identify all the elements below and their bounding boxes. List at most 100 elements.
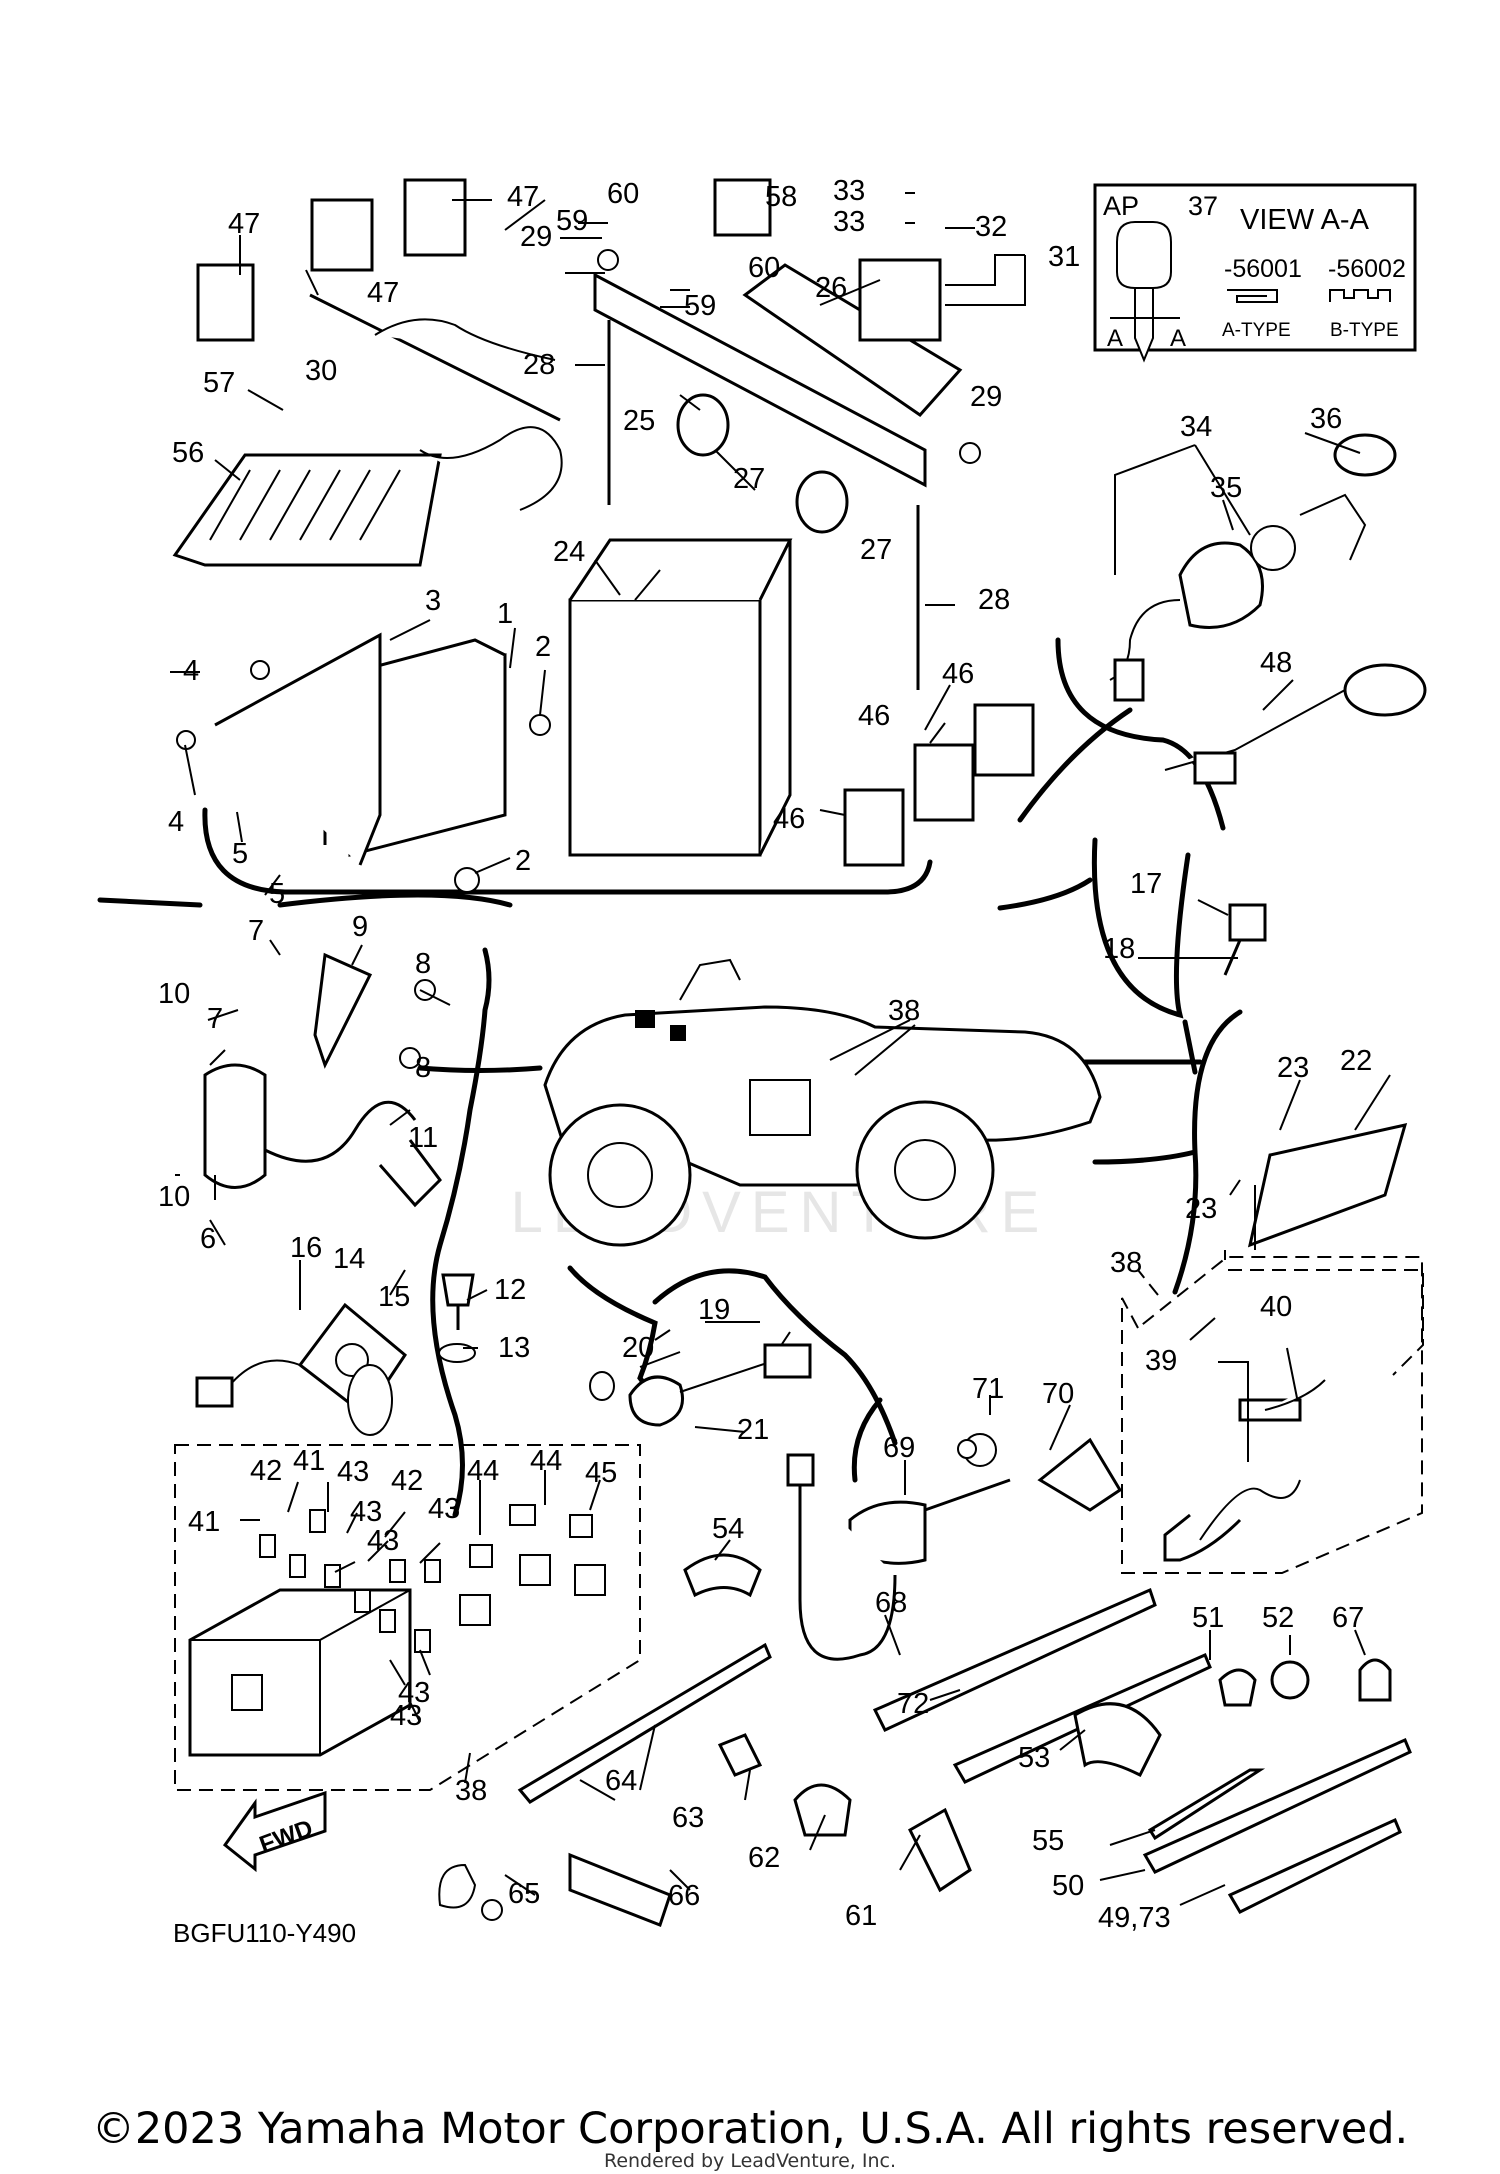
battery-24 [568,598,762,857]
fuse-box-38 [188,1588,412,1757]
callout-label: 42 [250,1455,282,1487]
callout-label: 64 [605,1765,637,1797]
callout-label: 61 [845,1900,877,1932]
callout-label: 66 [668,1880,700,1912]
callout-label: 4 [183,655,199,687]
callout-label: 38 [1110,1247,1142,1279]
callout-label: 10 [158,1181,190,1213]
callout-label: 43 [398,1677,430,1709]
callout-label: 8 [415,948,431,980]
callout-label: 59 [684,290,716,322]
callout-label: 41 [293,1445,325,1477]
callout-label: 60 [607,178,639,210]
callout-label: 19 [698,1294,730,1326]
callout-label: 54 [712,1513,744,1545]
view-label: VIEW A-A [1240,204,1370,236]
callout-label: 32 [975,211,1007,243]
sensor-58 [713,178,772,237]
callout-label: 33 [833,175,865,207]
callout-label: 43 [390,1700,422,1732]
callout-label: 30 [305,355,337,387]
rendered-by-notice: Rendered by LeadVenture, Inc. [603,2150,897,2172]
callout-label: 9 [352,911,368,943]
starter-relay-31 [858,258,942,342]
callout-label: 24 [553,536,585,568]
callout-label: 5 [269,878,285,910]
callout-label: 17 [1130,868,1162,900]
code-a: -56001 [1224,255,1302,283]
callout-label: 68 [875,1587,907,1619]
leader-lines [170,192,1391,1906]
code-b: -56002 [1328,255,1406,283]
callout-label: 1 [497,598,513,630]
callout-label: 7 [248,915,264,947]
callout-label: 6 [200,1223,216,1255]
callout-label: 23 [1185,1193,1217,1225]
callout-label: 28 [523,349,555,381]
callout-label: 3 [425,585,441,617]
callout-label: 21 [737,1414,769,1446]
callout-label: 43 [337,1456,369,1488]
relay-47c [403,178,467,257]
callout-label: 28 [978,584,1010,616]
callout-label: 70 [1042,1378,1074,1410]
callout-label: 48 [1260,647,1292,679]
callout-label: 33 [833,206,865,238]
callout-label: 47 [507,181,539,213]
callout-label: 35 [1210,472,1242,504]
callout-label: 39 [1145,1345,1177,1377]
callout-label: 20 [622,1332,654,1364]
callout-label: 59 [556,205,588,237]
callout-label: 27 [733,463,765,495]
callout-label: 63 [672,1802,704,1834]
cover-26 [742,263,963,417]
rectifier-22 [1247,1122,1408,1248]
callout-label: 2 [515,845,531,877]
callout-label: 52 [1262,1602,1294,1634]
callout-label: 44 [467,1455,499,1487]
callout-label: 71 [972,1373,1004,1405]
callout-label: 31 [1048,241,1080,273]
callout-label: 51 [1192,1602,1224,1634]
section-a-right: A [1170,325,1186,352]
relay-47a [196,263,255,342]
callout-label: 57 [203,367,235,399]
callout-label: 13 [498,1332,530,1364]
callout-label: 56 [172,437,204,469]
callout-label: 14 [333,1243,365,1275]
callout-label: 38 [888,995,920,1027]
callout-label: 58 [765,181,797,213]
callout-label: 65 [508,1878,540,1910]
callout-label: 45 [585,1457,617,1489]
callout-label: 4 [168,806,184,838]
type-b: B-TYPE [1330,320,1399,341]
callout-label: 40 [1260,1291,1292,1323]
callout-label: 69 [883,1432,915,1464]
callout-label: 26 [815,272,847,304]
callout-label: 15 [378,1281,410,1313]
relay-47b [310,198,374,272]
callout-label: 60 [748,252,780,284]
callout-label: 41 [188,1506,220,1538]
callout-label: 16 [290,1232,322,1264]
callout-label: 55 [1032,1825,1064,1857]
callout-label: 43 [428,1493,460,1525]
callout-label: 8 [415,1052,431,1084]
view-aa-box: AP 37 VIEW A-A -56001 -56002 A-TYPE B-TY… [1093,183,1417,363]
callout-label: 29 [970,381,1002,413]
atv-vehicle [543,958,1102,1247]
callout-label: 67 [1332,1602,1364,1634]
callout-label: 42 [391,1465,423,1497]
callout-label: 43 [367,1525,399,1557]
callout-label: 29 [520,221,552,253]
type-a: A-TYPE [1222,320,1291,341]
callout-label: 10 [158,978,190,1010]
callout-label: 43 [350,1496,382,1528]
callout-label: 44 [530,1445,562,1477]
callout-label: 25 [623,405,655,437]
fwd-arrow: FWD [222,1790,327,1873]
callout-label: 34 [1180,411,1212,443]
callout-label: 47 [228,208,260,240]
battery-band-25 [593,272,927,488]
